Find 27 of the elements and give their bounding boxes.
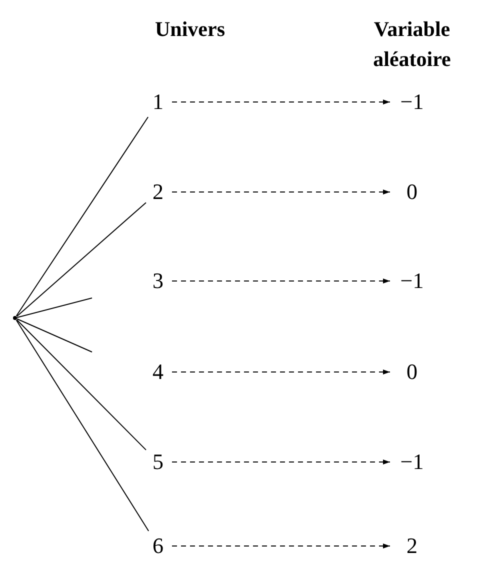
- value-label: 2: [392, 531, 432, 561]
- tree-branch: [16, 320, 150, 532]
- dashed-arrow: [172, 190, 390, 194]
- outcome-label: 1: [146, 87, 170, 117]
- dashed-arrow: [172, 460, 390, 464]
- dashed-arrow: [172, 370, 390, 374]
- outcome-label: 5: [146, 447, 170, 477]
- value-label: −1: [392, 87, 432, 117]
- value-label: 0: [392, 357, 432, 387]
- outcome-label: 4: [146, 357, 170, 387]
- value-label: −1: [392, 266, 432, 296]
- dashed-arrow: [172, 100, 390, 104]
- dashed-arrow: [172, 544, 390, 548]
- tree-branch: [16, 320, 146, 450]
- column-header: Variable aléatoire: [372, 16, 452, 74]
- tree-branch: [16, 116, 149, 316]
- column-header: Univers: [154, 16, 226, 43]
- outcome-label: 2: [146, 177, 170, 207]
- dashed-arrow: [172, 278, 390, 284]
- tree-branch: [16, 202, 146, 317]
- value-label: −1: [392, 447, 432, 477]
- outcome-label: 6: [146, 531, 170, 561]
- value-label: 0: [392, 177, 432, 207]
- tree-branch: [16, 318, 92, 352]
- tree-branch: [16, 298, 92, 318]
- outcome-label: 3: [146, 266, 170, 296]
- junction-point: [13, 316, 17, 320]
